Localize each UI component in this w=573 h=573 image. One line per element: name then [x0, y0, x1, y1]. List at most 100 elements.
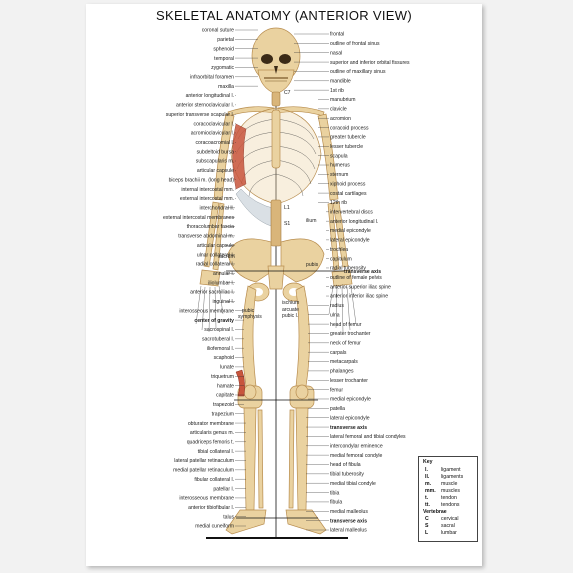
sacrum-label: sacrum: [218, 254, 235, 260]
left-label-scaphoid-35: scaphoid: [214, 355, 235, 361]
key-heading: Key: [423, 459, 433, 465]
right-label-acromion-9: acromion: [330, 116, 351, 122]
vert-meaning-0: cervical: [441, 516, 459, 522]
right-label-lesser-trochanter-37: lesser trochanter: [330, 378, 368, 384]
right-label-mandible-5: mandible: [330, 78, 351, 84]
vert-abbr-2: L: [425, 530, 429, 536]
left-label-internal-intercostal-mm-17: internal intercostal mm.: [181, 187, 234, 193]
left-label-subscapularis-m-14: subscapularis m.: [196, 159, 234, 165]
left-label-articular-capsule-15: articular capsule: [197, 168, 234, 174]
right-label-capitulum-24: capitulum: [330, 256, 352, 262]
right-label-outline-of-female-pelvis-26: outline of female pelvis: [330, 275, 382, 281]
pubis-label: pubis: [306, 262, 319, 268]
left-label-coracoacromial-l-12: coracoacromial l.: [196, 140, 235, 146]
cervical-spine: [271, 91, 281, 107]
right-label-head-of-femur-31: head of femur: [330, 322, 362, 328]
left-label-zygomatic-4: zygomatic: [211, 65, 234, 71]
right-label-manubrium-7: manubrium: [330, 97, 355, 103]
ilium-label: ilium: [306, 218, 316, 224]
skeleton-figure: coronal sutureparietalsphenoidtemporalzy…: [163, 27, 410, 539]
left-label-sacrospinal-l-32: sacrospinal l.: [204, 327, 234, 333]
left-label-superior-transverse-scapular-l-9: superior transverse scapular l.: [166, 112, 234, 118]
right-label-intercondylar-eminence-44: intercondylar eminence: [330, 443, 383, 449]
right-label-medial-tibial-condyle-48: medial tibial condyle: [330, 481, 376, 487]
left-label-quadriceps-femoris-t-44: quadriceps femoris t.: [187, 439, 234, 445]
left-label-sphenoid-2: sphenoid: [213, 46, 234, 52]
key-meaning-5: tendons: [441, 502, 460, 508]
left-patella: [243, 384, 257, 400]
right-label-neck-of-femur-33: neck of femur: [330, 341, 361, 347]
left-label-triquetrum-37: triquetrum: [211, 374, 234, 380]
left-label-maxilla-6: maxilla: [218, 84, 234, 90]
right-radius: [332, 201, 349, 268]
key-abbr-2: m.: [425, 481, 432, 487]
anatomy-poster: SKELETAL ANATOMY (ANTERIOR VIEW): [86, 4, 482, 566]
right-foot: [285, 509, 327, 535]
right-label-clavicle-8: clavicle: [330, 107, 347, 113]
left-label-trapezoid-40: trapezoid: [213, 402, 234, 408]
poster-title: SKELETAL ANATOMY (ANTERIOR VIEW): [156, 8, 412, 23]
left-fibula: [257, 409, 264, 509]
left-label-trapezium-41: trapezium: [212, 411, 234, 417]
arcuate-label-2: pubic l.: [282, 313, 298, 319]
right-label-intervertebral-discs-19: intervertebral discs: [330, 210, 373, 216]
left-label-group: coronal sutureparietalsphenoidtemporalzy…: [163, 28, 258, 530]
left-quadriceps: [235, 369, 245, 397]
left-label-capitate-39: capitate: [216, 393, 234, 399]
left-label-interchondral-ll-19: interchondral ll.: [199, 206, 234, 212]
left-label-patellar-l-49: patellar l.: [213, 486, 234, 492]
left-label-tibial-collateral-l-45: tibial collateral l.: [198, 449, 234, 455]
left-tibia: [243, 407, 257, 511]
right-label-medial-epicondyle-39: medial epicondyle: [330, 397, 371, 403]
left-radius: [203, 201, 220, 268]
left-label-external-intercostal-membranes-20: external intercostal membranes: [163, 215, 235, 221]
key-abbr-4: t.: [425, 495, 429, 501]
left-label-lateral-patellar-retinaculum-46: lateral patellar retinaculum: [174, 458, 234, 464]
left-label-anterior-sternoclavicular-l-8: anterior sternoclavicular l.: [176, 103, 234, 109]
right-label-1st-rib-6: 1st rib: [330, 88, 344, 94]
right-label-trochlea-23: trochlea: [330, 247, 348, 253]
right-label-scapula-13: scapula: [330, 153, 348, 159]
right-label-anterior-superior-iliac-spine-27: anterior superior iliac spine: [330, 284, 391, 290]
left-label-interosseous-membrane-30: interosseous membrane: [179, 308, 234, 314]
left-humerus: [213, 113, 235, 201]
left-label-anterior-sacroiliac-l-28: anterior sacroiliac l.: [190, 290, 234, 296]
lumbar-spine: [270, 199, 282, 247]
left-label-center-of-gravity-31: center of gravity: [194, 318, 234, 324]
left-label-talus-52: talus: [223, 514, 234, 520]
key-abbr-5: tt.: [425, 502, 430, 508]
right-label-medial-epicondyle-21: medial epicondyle: [330, 228, 371, 234]
left-label-interosseous-membrane-50: interosseous membrane: [179, 496, 234, 502]
right-label-femur-38: femur: [330, 387, 343, 393]
left-label-obturator-membrane-42: obturator membrane: [188, 421, 234, 427]
right-label-lateral-epicondyle-22: lateral epicondyle: [330, 238, 370, 244]
key-abbr-0: l.: [425, 467, 428, 473]
right-label-sternum-15: sternum: [330, 172, 348, 178]
right-label-radius-29: radius: [330, 303, 344, 309]
vert-abbr-0: C: [425, 516, 429, 522]
c7-label: C7: [284, 90, 291, 96]
vert-meaning-1: sacral: [441, 523, 455, 529]
right-label-medial-malleolus-51: medial malleolus: [330, 509, 368, 515]
right-label-12th-rib-18: 12th rib: [330, 200, 347, 206]
left-label-medial-patellar-retinaculum-47: medial patellar retinaculum: [173, 468, 234, 474]
left-label-temporal-3: temporal: [214, 56, 234, 62]
pubic-symphysis-label-2: symphysis: [238, 314, 262, 320]
left-ulna: [212, 202, 225, 271]
right-ulna: [327, 202, 340, 271]
key-meaning-3: muscles: [441, 488, 461, 494]
right-label-phalanges-36: phalanges: [330, 369, 354, 375]
left-carpals: [199, 269, 221, 287]
s1-label: S1: [284, 221, 290, 227]
left-label-iliolumbar-l-27: iliolumbar l.: [208, 280, 234, 286]
left-label-inguinal-l-29: inguinal l.: [212, 299, 234, 305]
right-patella: [295, 384, 309, 400]
right-label-lateral-malleolus-53: lateral malleolus: [330, 528, 367, 534]
right-label-head-of-fibula-46: head of fibula: [330, 462, 361, 468]
right-label-superior-and-inferior-orbital-fissures-3: superior and inferior orbital fissures: [330, 60, 410, 66]
right-label-anterior-inferior-iliac-spine-28: anterior inferior iliac spine: [330, 294, 388, 300]
right-label-tibia-49: tibia: [330, 490, 340, 496]
left-label-sacrotuberal-l-33: sacrotuberal l.: [202, 337, 234, 343]
left-label-lunate-36: lunate: [220, 365, 234, 371]
